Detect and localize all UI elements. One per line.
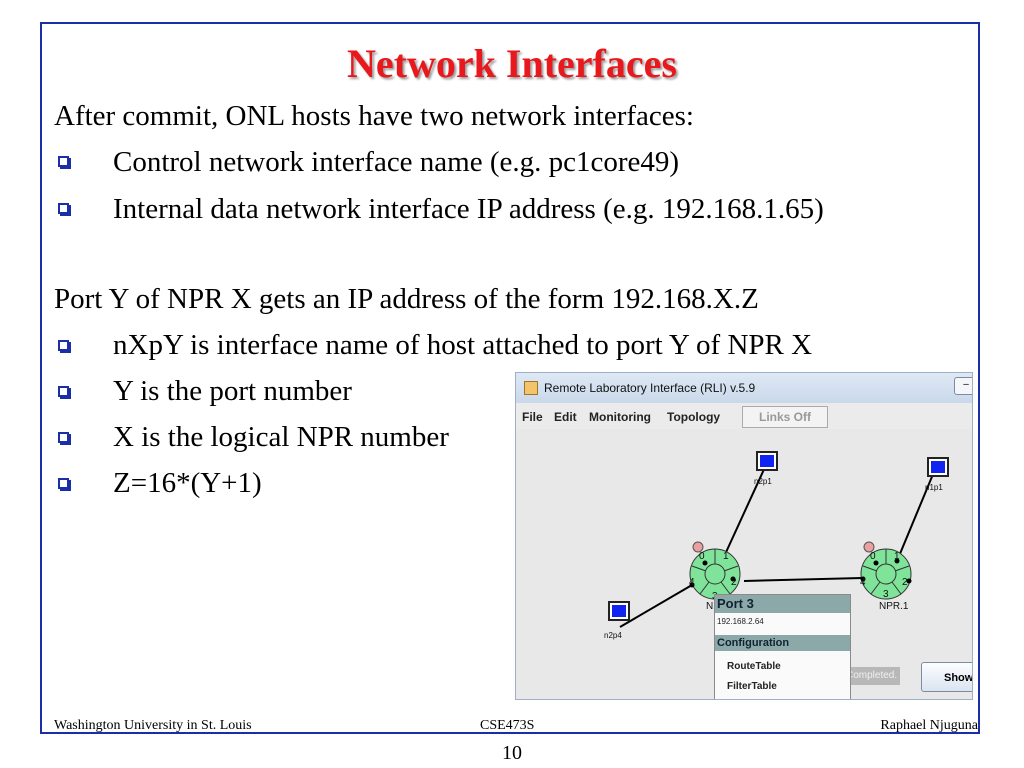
links-off-button[interactable]: Links Off (742, 406, 828, 428)
router-right-label: NPR.1 (879, 601, 909, 612)
router-left-label: N (706, 601, 713, 612)
context-menu-filtertable[interactable]: FilterTable (727, 681, 777, 692)
footer-left: Washington University in St. Louis (54, 718, 252, 733)
menu-edit[interactable]: Edit (554, 410, 577, 424)
host-n1p1-icon[interactable] (927, 457, 949, 477)
host-n2p1-icon[interactable] (756, 451, 778, 471)
router-left-port-0: 0 (699, 551, 705, 562)
context-menu-routetable[interactable]: RouteTable (727, 661, 781, 672)
rli-window: Remote Laboratory Interface (RLI) v.5.9 … (515, 372, 973, 700)
show-button[interactable]: Show (921, 662, 972, 692)
bullet-icon (58, 203, 71, 216)
context-menu-configuration-header: Configuration (715, 635, 850, 651)
bullet-icon (58, 432, 71, 445)
bullet-interface-name: nXpY is interface name of host attached … (113, 329, 813, 361)
menu-file[interactable]: File (522, 410, 543, 424)
slide-title: Network Interfaces (347, 41, 677, 86)
status-text: Completed. (850, 667, 900, 685)
bullet-icon (58, 156, 71, 169)
port-context-menu: Port 3 192.168.2.64 Configuration RouteT… (714, 594, 851, 699)
bullet-port-number: Y is the port number (113, 375, 352, 407)
host-n2p1-label: n2p1 (754, 477, 772, 486)
footer-right: Raphael Njuguna (880, 718, 978, 733)
app-icon (524, 381, 538, 395)
menu-monitoring[interactable]: Monitoring (589, 410, 651, 424)
bullet-npr-number: X is the logical NPR number (113, 421, 449, 453)
bullet-z-formula: Z=16*(Y+1) (113, 467, 262, 499)
minimize-button[interactable]: – (954, 377, 972, 395)
host-n2p4-icon[interactable] (608, 601, 630, 621)
footer-center: CSE473S (480, 718, 535, 733)
rli-window-title: Remote Laboratory Interface (RLI) v.5.9 (544, 381, 756, 395)
bullet-icon (58, 478, 71, 491)
bullet-control-interface: Control network interface name (e.g. pc1… (113, 146, 680, 178)
router-left-port-2: 2 (731, 577, 737, 588)
host-n2p4-label: n2p4 (604, 631, 622, 640)
router-right-port-1: 1 (894, 551, 900, 562)
intro-text: After commit, ONL hosts have two network… (54, 100, 694, 132)
router-left-port-1: 1 (723, 551, 729, 562)
port-ip-text: Port Y of NPR X gets an IP address of th… (54, 283, 759, 315)
host-n1p1-label: n1p1 (925, 483, 943, 492)
context-menu-port-header: Port 3 (715, 595, 850, 613)
slide-frame (40, 22, 980, 734)
bullet-data-interface: Internal data network interface IP addre… (113, 193, 824, 225)
router-left-port-4: 4 (689, 577, 695, 588)
bullet-icon (58, 386, 71, 399)
menu-topology[interactable]: Topology (667, 410, 721, 424)
router-right-port-4: 4 (860, 577, 866, 588)
context-menu-ip: 192.168.2.64 (717, 617, 764, 626)
bullet-icon (58, 340, 71, 353)
router-right-port-2: 2 (902, 577, 908, 588)
router-right-port-3: 3 (883, 589, 889, 600)
rli-menubar: File Edit Monitoring Topology Links Off (516, 403, 972, 430)
router-right-port-0: 0 (870, 551, 876, 562)
router-npr-right[interactable] (860, 541, 912, 600)
page-number: 10 (502, 742, 522, 764)
rli-titlebar: Remote Laboratory Interface (RLI) v.5.9 … (516, 373, 972, 403)
